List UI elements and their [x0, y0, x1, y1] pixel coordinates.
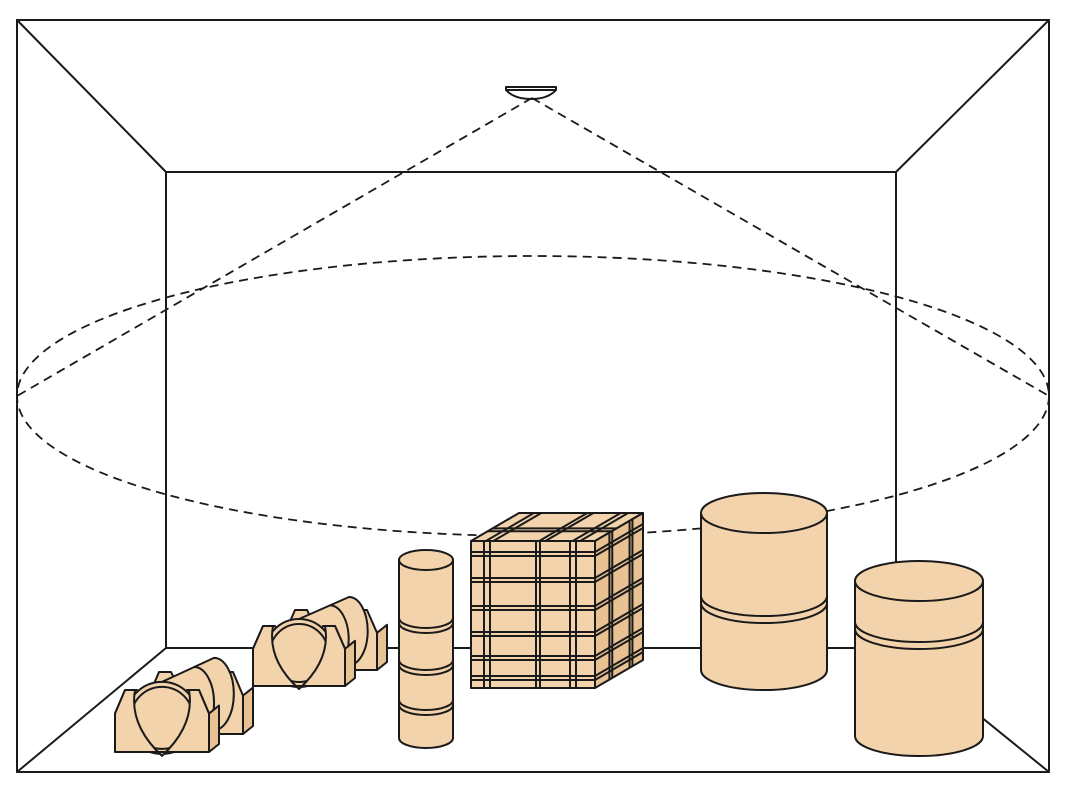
saddle-rear-side	[376, 623, 388, 671]
saddle-rear-side	[242, 686, 254, 735]
column-top	[398, 549, 454, 571]
saddle-front-cradle	[114, 689, 210, 757]
saddle-front-side	[208, 704, 220, 753]
column-band	[398, 622, 454, 634]
crate-side-slat	[594, 651, 644, 681]
pipe-on-saddles-rear	[252, 596, 388, 690]
crate-side-slat	[594, 627, 644, 657]
drum-body	[700, 512, 828, 691]
crate-side-slat	[594, 527, 644, 557]
drum-front	[854, 560, 984, 757]
crate-top-strap	[492, 512, 543, 542]
saddle-front-side	[344, 639, 356, 687]
crate-side-slat	[594, 581, 644, 611]
drum-band	[854, 628, 984, 650]
drum-body	[854, 580, 984, 757]
crate-side-slat	[594, 577, 644, 607]
crate-side-slat	[594, 647, 644, 677]
tall-column	[398, 549, 454, 749]
crate-side-slat	[594, 607, 644, 637]
crate-top-strap	[571, 512, 622, 542]
sensor-coverage	[16, 97, 1050, 537]
ceiling-sensor-icon	[505, 86, 557, 100]
drum-band	[700, 595, 828, 617]
room-edge-top-right	[895, 19, 1050, 173]
column-band	[398, 664, 454, 676]
wooden-crate	[470, 512, 644, 689]
column-band	[398, 699, 454, 711]
crate-side-slat	[594, 523, 644, 553]
crate-side-slat	[594, 553, 644, 583]
coverage-ellipse	[16, 255, 1050, 537]
room-edge-bottom-left	[16, 647, 167, 773]
column-band	[398, 704, 454, 716]
drum-band	[854, 621, 984, 643]
coverage-line-right	[531, 97, 1050, 397]
drum-top	[854, 560, 984, 602]
drum-band	[700, 602, 828, 624]
crate-top-strap	[579, 512, 630, 542]
crate-top-strap	[538, 512, 589, 542]
crate-top-strap	[484, 512, 535, 542]
coverage-line-left	[16, 97, 533, 397]
drum-top	[700, 492, 828, 534]
room-edge-top-left	[16, 19, 167, 173]
column-band	[398, 617, 454, 629]
crate-side-slat	[594, 603, 644, 633]
column-body	[398, 559, 454, 749]
crate-front	[470, 540, 596, 689]
pipe-on-saddles-front	[114, 656, 254, 757]
crate-top-strap	[544, 512, 595, 542]
saddle-front-cradle	[252, 625, 346, 690]
column-band	[398, 659, 454, 671]
crate-side-slat	[594, 631, 644, 661]
crate-side-slat	[594, 549, 644, 579]
drum-back	[700, 492, 828, 691]
